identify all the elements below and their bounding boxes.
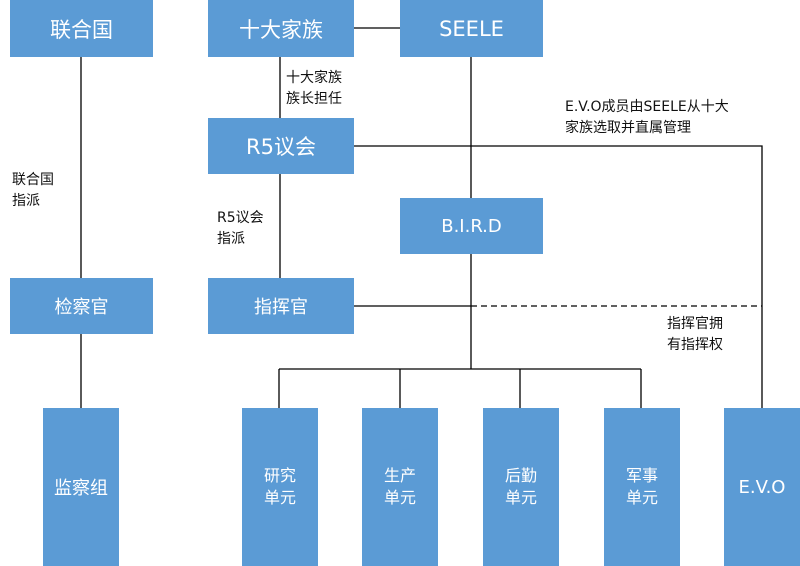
label-command-right-line2: 有指挥权 [667,337,723,353]
label-families-head-line1: 十大家族 [286,70,342,86]
label-evo-selection-line1: E.V.O成员由SEELE从十大 [565,99,729,115]
node-production-line2: 单元 [383,488,416,507]
label-evo-selection: E.V.O成员由SEELE从十大 家族选取并直属管理 [565,97,729,139]
node-logistics-line2: 单元 [504,488,537,507]
node-supervision: 监察组 [43,408,119,566]
node-research-line2: 单元 [263,488,296,507]
node-military-line2: 单元 [625,488,658,507]
label-families-head: 十大家族 族长担任 [286,68,342,110]
label-un-appoint-line1: 联合国 [12,172,54,188]
node-production-line1: 生产 [383,466,416,485]
node-ten-families: 十大家族 [208,0,354,57]
node-research: 研究单元 [242,408,318,566]
node-logistics-line1: 后勤 [504,466,537,485]
node-production: 生产单元 [362,408,438,566]
node-bird: B.I.R.D [400,198,543,254]
label-evo-selection-line2: 家族选取并直属管理 [565,120,691,136]
node-research-line1: 研究 [263,466,296,485]
node-evo: E.V.O [724,408,800,566]
node-un: 联合国 [10,0,153,57]
node-military: 军事单元 [604,408,680,566]
label-un-appoint-line2: 指派 [12,193,40,209]
label-r5-appoint-line2: 指派 [217,231,245,247]
node-seele: SEELE [400,0,543,57]
line-r5-evo [354,145,763,408]
node-commander: 指挥官 [208,278,354,334]
node-logistics: 后勤单元 [483,408,559,566]
label-command-right: 指挥官拥 有指挥权 [667,314,723,356]
label-families-head-line2: 族长担任 [286,91,342,107]
label-command-right-line1: 指挥官拥 [667,316,723,332]
label-r5-appoint-line1: R5议会 [217,210,264,226]
node-inspector: 检察官 [10,278,153,334]
node-military-line1: 军事 [625,466,658,485]
label-r5-appoint: R5议会 指派 [217,208,264,250]
node-r5: R5议会 [208,118,354,174]
label-un-appoint: 联合国 指派 [12,170,54,212]
